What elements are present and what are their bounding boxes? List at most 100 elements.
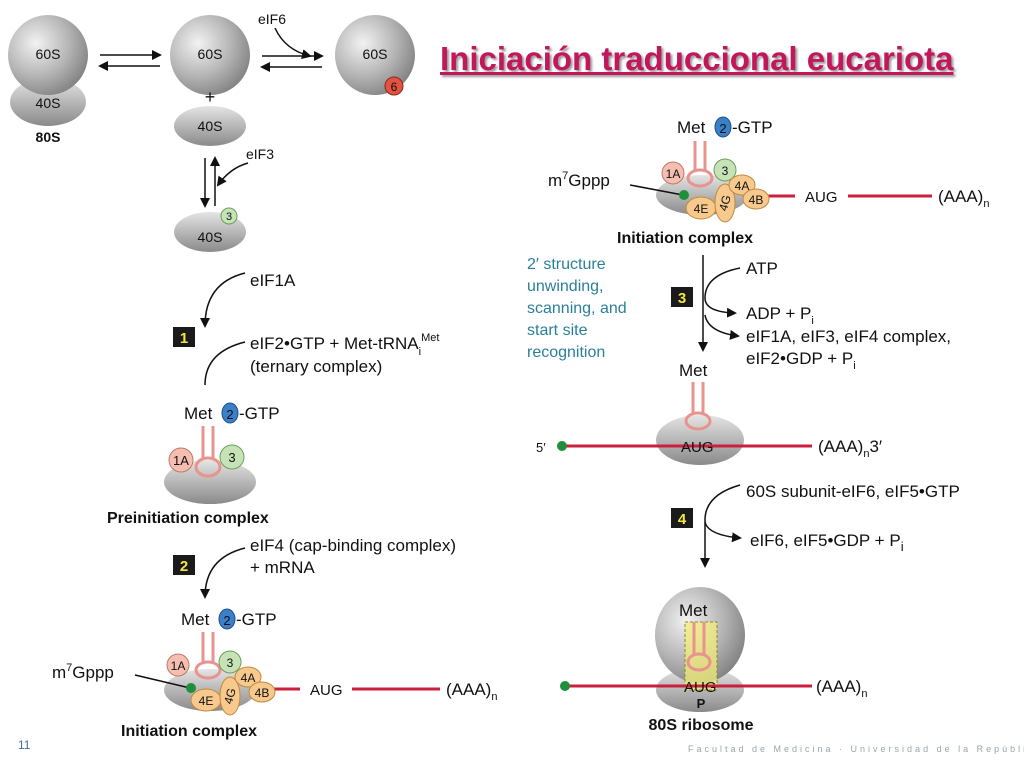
label-60s: 60S (363, 46, 388, 62)
equilibrium-arrows-1 (98, 50, 162, 71)
step-3-badge (671, 287, 693, 307)
met-label: Met (184, 404, 213, 423)
eif3-binding-arrows: eIF3 (200, 146, 274, 208)
step-1-number: 1 (180, 330, 188, 347)
met-label: Met (679, 361, 708, 380)
cap-label: m7Gppp (548, 170, 610, 190)
ribosome-80s-label: 80S ribosome (649, 717, 754, 734)
slide-number: 11 (18, 738, 31, 752)
step-3-desc-4: start site (527, 322, 588, 339)
cap-icon (560, 681, 570, 691)
step-3-number: 3 (678, 290, 686, 307)
step-3: 3 2′ structure unwinding, scanning, and … (527, 255, 951, 372)
eif3-factor: 3 (722, 164, 729, 178)
polya-label: (AAA)n (938, 187, 989, 210)
step-4-in: 60S subunit-eIF6, eIF5•GTP (746, 482, 960, 501)
ternary-complex-line2: (ternary complex) (250, 357, 382, 376)
eif4g-factor: 4G (221, 686, 239, 705)
p-site-label: P (697, 696, 706, 711)
label-60s: 60S (36, 46, 61, 62)
trna-icon (194, 426, 222, 478)
eif3-factor: 3 (226, 211, 232, 223)
preinitiation-label: Preinitiation complex (107, 510, 269, 527)
aug-label: AUG (684, 679, 717, 696)
step-2-line1: eIF4 (cap-binding complex) (250, 536, 456, 555)
label-60s: 60S (198, 46, 223, 62)
met-label: Met (181, 610, 210, 629)
eif1a-label: eIF1A (250, 271, 296, 290)
subunit-60s-eif6: 60S 6 (335, 15, 415, 96)
polya-label: (AAA)n (816, 677, 867, 700)
subunit-40s-free: 40S (174, 106, 246, 146)
released-factors-2: eIF2•GDP + Pi (746, 349, 856, 372)
initiation-complex-label: Initiation complex (617, 230, 753, 247)
subunit-60s-free: 60S (170, 15, 250, 95)
step-4: 4 60S subunit-eIF6, eIF5•GTP eIF6, eIF5•… (671, 482, 960, 568)
step-3-desc-1: 2′ structure (527, 256, 606, 273)
eif4a-factor: 4A (735, 179, 750, 193)
polya-label: (AAA)n3′ (818, 437, 882, 460)
ribosome-80s-final: Met AUG P (AAA)n 80S ribosome (560, 587, 867, 734)
plus-sign: + (205, 87, 216, 107)
step-3-desc-2: unwinding, (527, 278, 604, 295)
initiation-complex-right: Met 2 -GTP 1A 3 4E 4G 4A 4B m7Gppp AUG (… (548, 116, 989, 247)
slide-title: Iniciación traduccional eucariota (440, 40, 954, 77)
atp-label: ATP (746, 259, 778, 278)
eif3-label: eIF3 (246, 146, 274, 162)
eif1a-factor: 1A (171, 659, 186, 673)
eif4e-factor: 4E (694, 202, 709, 216)
ternary-complex-line1: eIF2•GTP + Met-tRNAiMet (250, 332, 439, 358)
step-4-number: 4 (678, 511, 687, 528)
label-80s: 80S (36, 129, 61, 145)
aug-label: AUG (805, 189, 838, 206)
label-40s: 40S (198, 229, 223, 245)
gtp-label: -GTP (236, 610, 277, 629)
eif6-label: eIF6 (258, 11, 286, 27)
trna-icon (194, 632, 222, 680)
eif4a-factor: 4A (241, 671, 256, 685)
aug-label: AUG (681, 439, 714, 456)
ribosome-80s-free: 60S 40S 80S (8, 15, 88, 145)
polya-label: (AAA)n (446, 680, 497, 703)
initiation-complex-label: Initiation complex (121, 723, 257, 740)
eif4g-factor: 4G (716, 193, 734, 212)
step-4-out: eIF6, eIF5•GDP + Pi (750, 531, 904, 554)
eif2-factor: 2 (223, 613, 230, 628)
label-40s: 40S (198, 118, 223, 134)
eif4e-factor: 4E (199, 694, 214, 708)
gtp-label: -GTP (732, 118, 773, 137)
eif6-binding-arrows: eIF6 (258, 11, 324, 72)
eif2-factor: 2 (226, 407, 233, 422)
step-1-badge (173, 327, 195, 347)
footer-text: Facultad de Medicina · Universidad de la… (688, 744, 1024, 754)
trna-icon (686, 622, 712, 672)
preinitiation-complex: Met 2 -GTP 1A 3 Preinitiation complex (107, 402, 280, 527)
trna-icon (684, 382, 712, 431)
label-40s: 40S (36, 95, 61, 111)
eif3-factor: 3 (228, 450, 235, 465)
cap-pointer (134, 674, 191, 689)
eif2-factor: 2 (719, 121, 726, 136)
cap-icon (186, 683, 196, 693)
cap-icon (679, 190, 689, 200)
large-subunit (8, 15, 88, 95)
small-subunit (656, 415, 744, 465)
cap-pointer (629, 184, 684, 196)
scanned-complex: Met 5′ AUG (AAA)n3′ (536, 361, 882, 465)
eif4b-factor: 4B (749, 193, 764, 207)
released-factors-1: eIF1A, eIF3, eIF4 complex, (746, 327, 951, 346)
small-subunit (164, 460, 256, 504)
five-prime-label: 5′ (536, 440, 546, 455)
eif6-factor: 6 (391, 80, 398, 94)
eif1a-factor: 1A (173, 453, 189, 468)
step-4-badge (671, 508, 693, 528)
cap-icon (557, 441, 567, 451)
met-label: Met (679, 601, 708, 620)
eif3-factor: 3 (227, 656, 234, 670)
subunit-40s-eif3: 40S 3 (174, 207, 246, 252)
step-2-badge (173, 555, 195, 575)
gtp-label: -GTP (239, 404, 280, 423)
trna-icon (686, 141, 714, 188)
initiation-complex-left: Met 2 -GTP 1A 3 4E 4G 4A 4B m7Gppp AUG (… (52, 608, 497, 740)
